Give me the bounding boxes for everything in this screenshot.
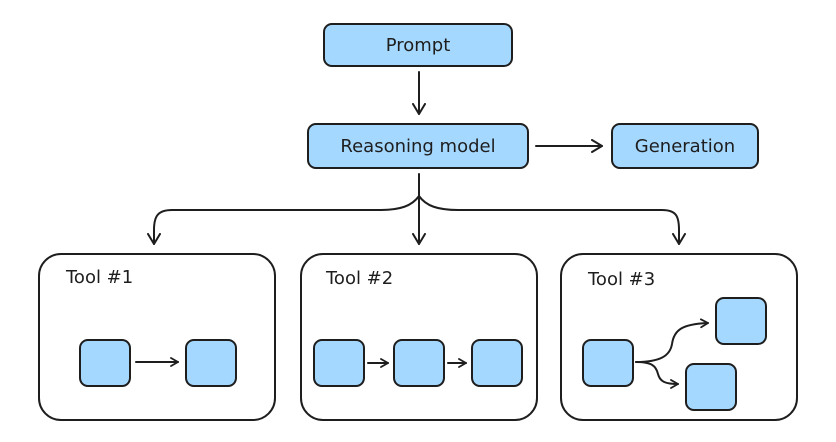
tool-1-step-1 (79, 339, 131, 387)
tool-2-step-3 (471, 339, 523, 387)
tool-3-arrow-down (635, 361, 679, 389)
tool-3-label: Tool #3 (587, 269, 655, 290)
tool-3-step-3 (685, 363, 737, 411)
tool-2-step-1 (313, 339, 365, 387)
tool-1-label: Tool #1 (65, 267, 133, 288)
prompt-node: Prompt (323, 23, 513, 67)
tool-1-step-2 (185, 339, 237, 387)
tool-3-step-2 (715, 297, 767, 345)
generation-label: Generation (635, 136, 735, 157)
reasoning-model-label: Reasoning model (340, 136, 495, 157)
tool-panel-3: Tool #3 (560, 253, 798, 421)
tool-2-step-2 (393, 339, 445, 387)
tool-panel-1: Tool #1 (38, 253, 276, 421)
reasoning-model-node: Reasoning model (307, 123, 529, 169)
generation-node: Generation (611, 123, 759, 169)
tool-3-step-1 (582, 339, 634, 387)
tool-3-arrow-up (635, 318, 709, 363)
tool-panel-2: Tool #2 (300, 253, 538, 421)
arrows-reasoning-to-tools (147, 173, 686, 245)
tool-2-label: Tool #2 (325, 268, 393, 289)
prompt-label: Prompt (386, 35, 451, 56)
